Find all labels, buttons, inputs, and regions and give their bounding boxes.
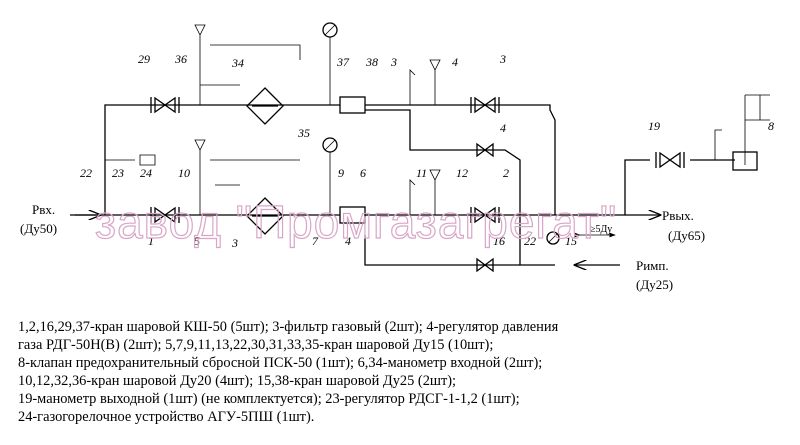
callout-24: 24 bbox=[140, 166, 152, 180]
inlet-label: Рвх. bbox=[32, 202, 55, 217]
callout-2: 2 bbox=[503, 166, 509, 180]
callout-4-lower: 4 bbox=[345, 234, 351, 248]
impulse-label: Римп. bbox=[636, 258, 669, 273]
regulators bbox=[339, 96, 366, 224]
callout-37: 3 bbox=[499, 52, 506, 66]
inlet-dn-label: (Ду50) bbox=[20, 221, 57, 236]
legend-line: 8-клапан предохранительный сбросной ПСК-… bbox=[18, 355, 543, 371]
impulse-dn-label: (Ду25) bbox=[636, 277, 673, 292]
callout-19: 22 bbox=[524, 234, 536, 248]
callout-33: 37 bbox=[336, 55, 350, 69]
callout-13: 15 bbox=[565, 234, 577, 248]
callout-9: 9 bbox=[338, 166, 344, 180]
legend-line: 19-манометр выходной (1шт) (не комплекту… bbox=[18, 391, 520, 407]
callout-29: 29 bbox=[138, 52, 150, 66]
callouts: 29 36 34 37 38 3 4 3 4 35 22 23 24 10 9 … bbox=[80, 52, 774, 250]
callout-23: 23 bbox=[112, 166, 124, 180]
callout-38: 4 bbox=[500, 121, 506, 135]
callout-35: 3 bbox=[390, 55, 397, 69]
port-labels: Рвх. (Ду50) Рвых. (Ду65) Римп. (Ду25) bbox=[20, 202, 705, 292]
callout-7: 7 bbox=[312, 234, 319, 248]
watermark: завод "Промгазагрегат" bbox=[95, 196, 617, 248]
callout-12: 12 bbox=[456, 166, 468, 180]
dimension-label: ≥5Ду bbox=[590, 224, 612, 235]
callout-22: 22 bbox=[80, 166, 92, 180]
callout-10: 10 bbox=[178, 166, 190, 180]
callout-30: 34 bbox=[231, 56, 244, 70]
callout-31: 35 bbox=[297, 126, 310, 140]
callout-8: 8 bbox=[768, 119, 774, 133]
legend-line: 24-газогорелочное устройство АГУ-5ПШ (1ш… bbox=[18, 409, 315, 425]
callout-5: 5 bbox=[194, 234, 200, 248]
outlet-label: Рвых. bbox=[662, 208, 694, 223]
filters bbox=[246, 87, 284, 235]
legend-line: 1,2,16,29,37-кран шаровой КШ-50 (5шт); 3… bbox=[18, 319, 559, 335]
callout-6: 6 bbox=[360, 166, 366, 180]
outlet-dn-label: (Ду65) bbox=[668, 228, 705, 243]
ball-valves bbox=[150, 96, 685, 273]
gauges bbox=[105, 22, 770, 245]
callout-15: 16 bbox=[493, 234, 505, 248]
legend: 1,2,16,29,37-кран шаровой КШ-50 (5шт); 3… bbox=[18, 318, 788, 426]
callout-36: 4 bbox=[452, 55, 458, 69]
legend-line: 10,12,32,36-кран шаровой Ду20 (4шт); 15,… bbox=[18, 373, 457, 389]
callout-16: 19 bbox=[648, 119, 660, 133]
legend-line: газа РДГ-50Н(В) (2шт); 5,7,9,11,13,22,30… bbox=[18, 337, 494, 353]
callout-11: 11 bbox=[416, 166, 427, 180]
callout-34: 38 bbox=[365, 55, 378, 69]
callout-1: 1 bbox=[148, 234, 154, 248]
callout-3-lower: 3 bbox=[231, 236, 238, 250]
callout-32: 36 bbox=[174, 52, 187, 66]
